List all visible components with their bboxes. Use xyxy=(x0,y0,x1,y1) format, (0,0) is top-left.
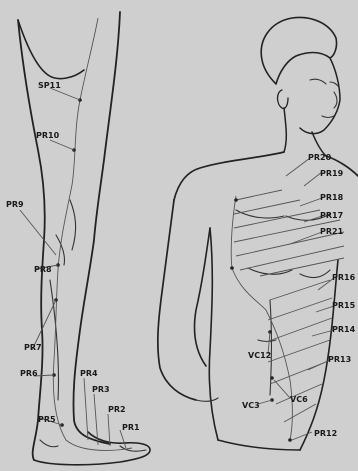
label-pr4: PR4 xyxy=(80,369,98,378)
label-pr6: PR6 xyxy=(20,369,38,378)
label-sp11: SP11 xyxy=(38,81,61,90)
label-pr9: PR9 xyxy=(6,200,24,209)
leg-figure xyxy=(18,12,150,465)
label-pr5: PR5 xyxy=(38,415,56,424)
label-pr19: PR19 xyxy=(320,169,344,178)
label-pr13: PR13 xyxy=(328,355,351,364)
label-pr16: PR16 xyxy=(332,273,356,282)
label-pr17: PR17 xyxy=(320,211,343,220)
label-vc6: VC6 xyxy=(290,395,308,404)
label-pr7: PR7 xyxy=(24,343,42,352)
point-torso-top xyxy=(234,198,238,202)
label-pr3: PR3 xyxy=(92,385,110,394)
label-pr10: PR10 xyxy=(36,131,60,140)
label-pr2: PR2 xyxy=(108,405,126,414)
point-vc6 xyxy=(270,376,274,380)
label-pr18: PR18 xyxy=(320,193,344,202)
label-pr14: PR14 xyxy=(332,325,356,334)
point-pr12 xyxy=(288,438,292,442)
label-pr12: PR12 xyxy=(314,429,337,438)
label-pr1: PR1 xyxy=(122,423,140,432)
label-pr8: PR8 xyxy=(34,265,52,274)
label-pr15: PR15 xyxy=(332,301,356,310)
label-vc12: VC12 xyxy=(248,351,271,360)
label-pr20: PR20 xyxy=(308,153,332,162)
label-pr21: PR21 xyxy=(320,227,344,236)
point-torso-mid xyxy=(230,266,234,270)
label-vc3: VC3 xyxy=(242,401,260,410)
